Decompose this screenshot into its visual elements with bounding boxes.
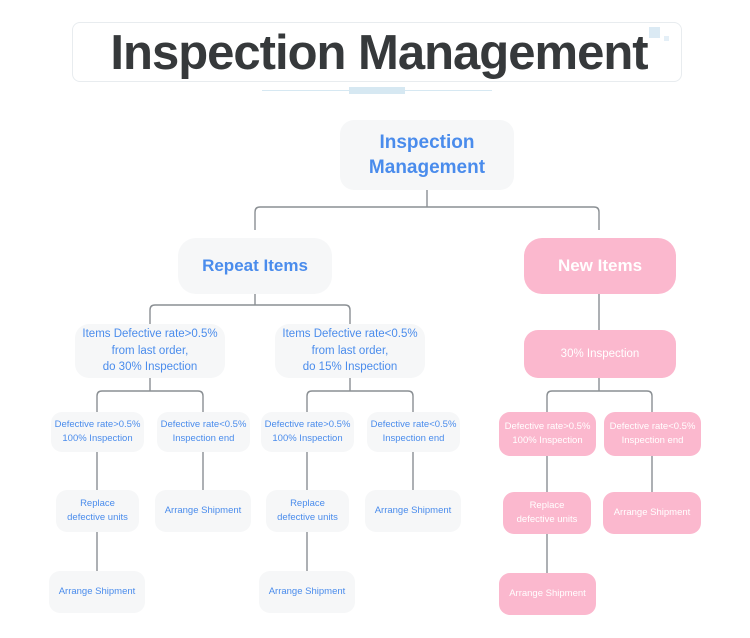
node-label: Defective rate>0.5% 100% Inspection [264, 418, 351, 444]
node-new-arrange-shipment[interactable]: Arrange Shipment [603, 492, 701, 534]
node-new-30-percent-inspection[interactable]: 30% Inspection [524, 330, 676, 378]
node-repeat-low-defect-under[interactable]: Defective rate<0.5% Inspection end [367, 412, 460, 452]
node-label: Defective rate<0.5% Inspection end [370, 418, 457, 444]
title-card [72, 22, 682, 82]
decorative-dot-icon [664, 36, 669, 41]
node-repeat-low-defect-rate[interactable]: Items Defective rate<0.5% from last orde… [275, 324, 425, 378]
node-repeat-low-replace-defective-units[interactable]: Replace defective units [266, 490, 349, 532]
node-repeat-low-arrange-shipment[interactable]: Arrange Shipment [365, 490, 461, 532]
node-repeat-high-defect-rate[interactable]: Items Defective rate>0.5% from last orde… [75, 324, 225, 378]
node-label: Replace defective units [277, 497, 338, 523]
node-label: Items Defective rate<0.5% from last orde… [282, 327, 418, 374]
node-label: Defective rate>0.5% 100% Inspection [54, 418, 141, 444]
node-inspection-management[interactable]: Inspection Management [340, 120, 514, 190]
node-new-final-arrange-shipment[interactable]: Arrange Shipment [499, 573, 596, 615]
node-label: Arrange Shipment [268, 585, 346, 597]
node-label: Defective rate>0.5% 100% Inspection [504, 420, 591, 446]
node-label: Inspection Management [368, 131, 486, 178]
node-label: Arrange Shipment [58, 585, 136, 597]
page-title: Inspection Management [110, 26, 648, 80]
node-repeat-high-defect-over[interactable]: Defective rate>0.5% 100% Inspection [51, 412, 144, 452]
title-underline-accent [349, 87, 405, 94]
node-repeat-high-replace-defective-units[interactable]: Replace defective units [56, 490, 139, 532]
node-repeat-high-defect-under[interactable]: Defective rate<0.5% Inspection end [157, 412, 250, 452]
node-label: Defective rate<0.5% Inspection end [609, 420, 696, 446]
node-label: 30% Inspection [560, 347, 640, 360]
node-label: Repeat Items [202, 256, 308, 275]
node-label: Replace defective units [516, 499, 578, 525]
node-label: Arrange Shipment [374, 504, 452, 516]
node-label: Defective rate<0.5% Inspection end [160, 418, 247, 444]
node-label: Arrange Shipment [509, 587, 586, 599]
decorative-square-icon [649, 27, 660, 38]
node-label: Arrange Shipment [164, 504, 242, 516]
node-label: Arrange Shipment [613, 506, 691, 518]
node-label: New Items [557, 256, 643, 275]
node-new-items[interactable]: New Items [524, 238, 676, 294]
node-new-replace-defective-units[interactable]: Replace defective units [503, 492, 591, 534]
node-label: Replace defective units [67, 497, 128, 523]
node-new-defect-over[interactable]: Defective rate>0.5% 100% Inspection [499, 412, 596, 456]
node-repeat-low-final-arrange-shipment[interactable]: Arrange Shipment [259, 571, 355, 613]
node-repeat-items[interactable]: Repeat Items [178, 238, 332, 294]
node-repeat-high-final-arrange-shipment[interactable]: Arrange Shipment [49, 571, 145, 613]
node-repeat-high-arrange-shipment[interactable]: Arrange Shipment [155, 490, 251, 532]
node-repeat-low-defect-over[interactable]: Defective rate>0.5% 100% Inspection [261, 412, 354, 452]
node-new-defect-under[interactable]: Defective rate<0.5% Inspection end [604, 412, 701, 456]
node-label: Items Defective rate>0.5% from last orde… [82, 327, 218, 374]
